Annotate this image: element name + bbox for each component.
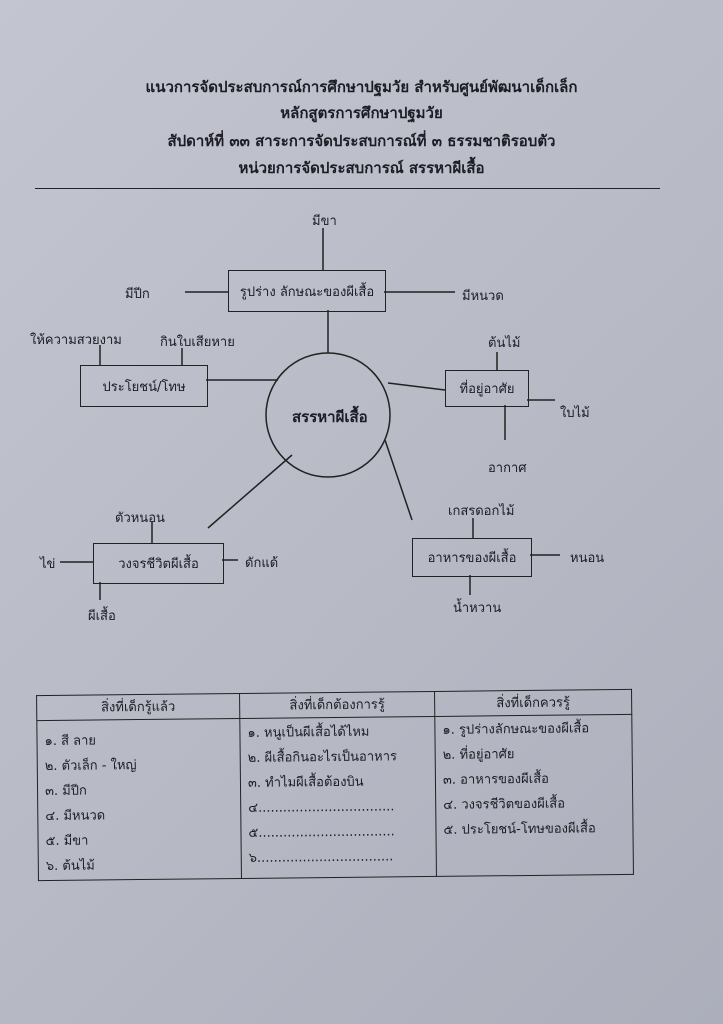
habitat-top-label: ต้นไม้ <box>488 336 521 351</box>
list-item: ๔. มีหนวด <box>45 808 106 825</box>
food-top-label: เกสรดอกไม้ <box>448 504 515 519</box>
benefit-box: ประโยชน์/โทษ <box>80 365 208 407</box>
title-line-2: หลักสูตรการศึกษาปฐมวัย <box>280 104 443 122</box>
benefit-label-b: กินใบเสียหาย <box>160 335 235 350</box>
food-right-label: หนอน <box>570 551 605 566</box>
lifecycle-bottom-label: ผีเสื้อ <box>88 609 116 624</box>
list-item: ๓. มีปีก <box>44 783 87 800</box>
title-line-3: สัปดาห์ที่ ๓๓ สาระการจัดประสบการณ์ที่ ๓ … <box>167 132 556 150</box>
shape-top-label: มีขา <box>312 214 337 229</box>
lifecycle-top-label: ตัวหนอน <box>115 511 165 526</box>
list-item: ๕. ประโยชน์-โทษของผีเสื้อ <box>443 821 596 838</box>
list-item: ๔. วงจรชีวิตของผีเสื้อ <box>443 796 566 813</box>
food-box: อาหารของผีเสื้อ <box>412 538 532 577</box>
list-item: ๑. หนูเป็นผีเสื้อได้ไหม <box>247 724 370 741</box>
shape-right-label: มีหนวด <box>462 289 504 304</box>
list-item: ๒. ที่อยู่อาศัย <box>442 747 515 763</box>
title-line-4: หน่วยการจัดประสบการณ์ สรรหาผีเสื้อ <box>238 159 485 177</box>
header-should: สิ่งที่เด็กควรรู้ <box>434 689 632 717</box>
list-item: ๑. สี ลาย <box>44 733 97 750</box>
habitat-box: ที่อยู่อาศัย <box>445 370 529 407</box>
list-item: ๔................................. <box>248 799 395 816</box>
list-item: ๓. อาหารของผีเสื้อ <box>442 771 549 788</box>
header-divider <box>35 188 660 189</box>
list-item: ๑. รูปร่างลักษณะของผีเสื้อ <box>442 721 590 738</box>
header-want: สิ่งที่เด็กต้องการรู้ <box>239 691 435 719</box>
should-list: ๑. รูปร่างลักษณะของผีเสื้อ ๒. ที่อยู่อาศ… <box>434 714 634 877</box>
food-bottom-label: น้ำหวาน <box>453 601 502 616</box>
list-item: ๒. ผีเสื้อกินอะไรเป็นอาหาร <box>247 749 398 766</box>
list-item: ๕................................. <box>248 824 395 841</box>
header-known: สิ่งที่เด็กรู้แล้ว <box>36 693 240 721</box>
list-item: ๕. มีขา <box>45 833 89 850</box>
list-item: ๖. ต้นไม้ <box>45 858 95 875</box>
known-list: ๑. สี ลาย ๒. ตัวเล็ก - ใหญ่ ๓. มีปีก ๔. … <box>36 718 242 881</box>
benefit-label-a: ให้ความสวยงาม <box>30 333 122 348</box>
knowledge-table: สิ่งที่เด็กรู้แล้ว สิ่งที่เด็กต้องการรู้… <box>36 689 634 881</box>
habitat-right-label: ใบไม้ <box>560 406 590 421</box>
list-item: ๖................................. <box>248 849 394 866</box>
list-item: ๓. ทำไมผีเสื้อต้องบิน <box>247 774 364 791</box>
title-line-1: แนวการจัดประสบการณ์การศึกษาปฐมวัย สำหรับ… <box>145 78 578 96</box>
lifecycle-right-label: ดักแด้ <box>245 556 279 571</box>
list-item: ๒. ตัวเล็ก - ใหญ่ <box>44 758 137 775</box>
want-list: ๑. หนูเป็นผีเสื้อได้ไหม ๒. ผีเสื้อกินอะไ… <box>239 716 437 879</box>
shape-box: รูปร่าง ลักษณะของผีเสื้อ <box>228 270 386 312</box>
habitat-bottom-label: อากาศ <box>488 461 527 476</box>
lifecycle-box: วงจรชีวิตผีเสื้อ <box>93 543 224 584</box>
shape-left-label: มีปีก <box>125 287 150 302</box>
center-topic: สรรหาผีเสื้อ <box>292 408 368 426</box>
lifecycle-left-label: ไข่ <box>40 557 56 572</box>
